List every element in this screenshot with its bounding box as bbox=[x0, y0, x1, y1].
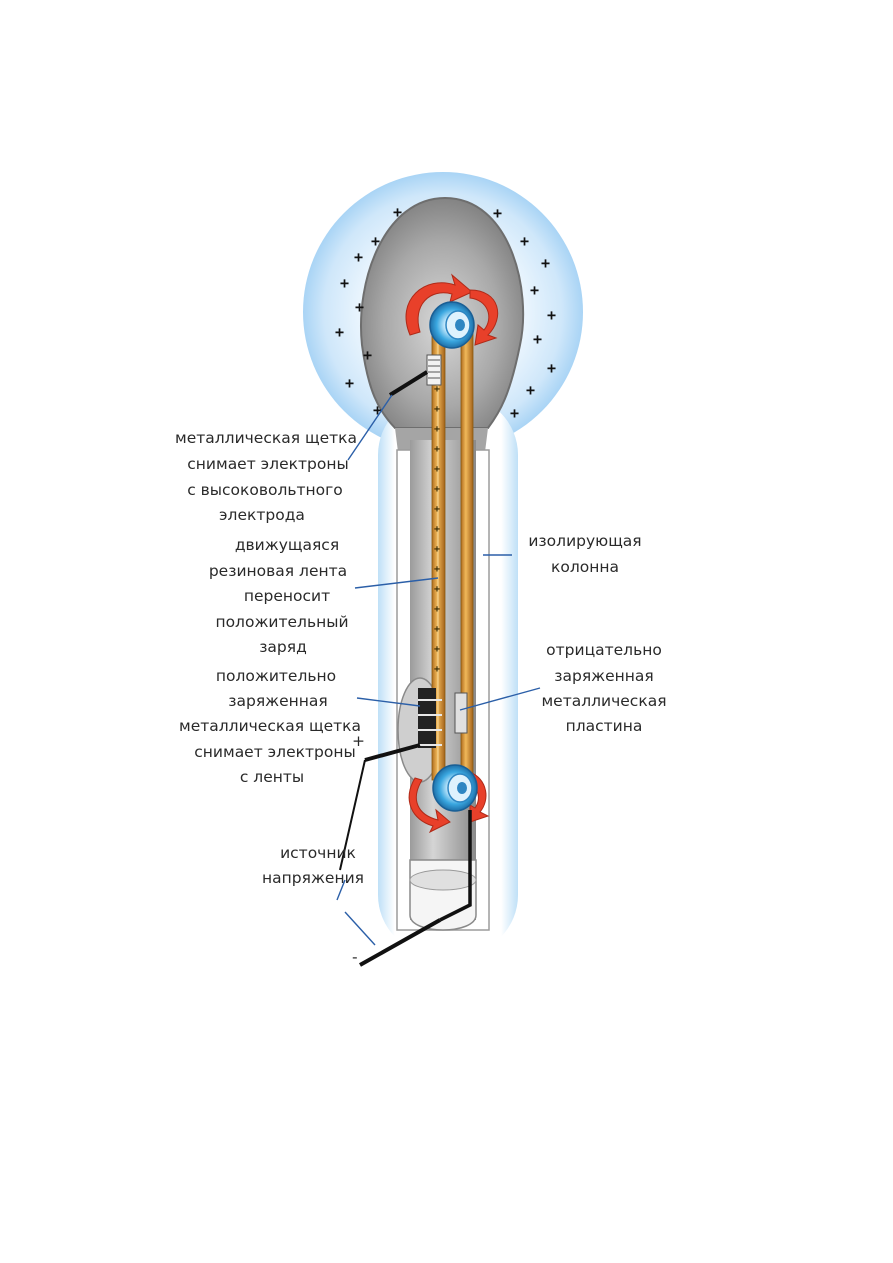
svg-text:снимает электроны: снимает электроны bbox=[194, 743, 355, 761]
svg-text:+: + bbox=[363, 346, 372, 364]
top-brush bbox=[388, 354, 442, 397]
svg-text:металлическая: металлическая bbox=[541, 692, 666, 710]
label-bottom-brush: положительно заряженная металлическая ще… bbox=[179, 667, 361, 786]
svg-text:с ленты: с ленты bbox=[240, 768, 304, 786]
svg-text:+: + bbox=[547, 359, 556, 377]
svg-text:+: + bbox=[371, 232, 380, 250]
svg-text:+: + bbox=[541, 254, 550, 272]
svg-text:заряд: заряд bbox=[259, 638, 307, 656]
label-plate: отрицательно заряженная металлическая пл… bbox=[541, 641, 666, 735]
svg-text:+: + bbox=[434, 564, 440, 575]
svg-text:снимает электроны: снимает электроны bbox=[187, 455, 348, 473]
svg-text:+: + bbox=[520, 232, 529, 250]
bottom-brush bbox=[364, 688, 468, 762]
svg-text:+: + bbox=[434, 404, 440, 415]
svg-text:+: + bbox=[373, 401, 382, 419]
svg-text:+: + bbox=[434, 444, 440, 455]
voltage-source-wires bbox=[339, 759, 472, 967]
svg-text:+: + bbox=[355, 298, 364, 316]
svg-text:+: + bbox=[434, 464, 440, 475]
rubber-belt bbox=[431, 329, 474, 781]
minus-terminal: - bbox=[352, 948, 358, 966]
svg-text:источник: источник bbox=[280, 844, 356, 862]
svg-text:+: + bbox=[510, 404, 519, 422]
svg-text:+: + bbox=[493, 204, 502, 222]
svg-text:+: + bbox=[530, 281, 539, 299]
svg-text:заряженная: заряженная bbox=[554, 667, 654, 685]
svg-text:положительно: положительно bbox=[216, 667, 336, 685]
svg-text:+: + bbox=[434, 524, 440, 535]
svg-text:+: + bbox=[547, 306, 556, 324]
svg-text:+: + bbox=[335, 323, 344, 341]
svg-text:отрицательно: отрицательно bbox=[546, 641, 662, 659]
svg-text:+: + bbox=[434, 384, 440, 395]
svg-text:+: + bbox=[434, 544, 440, 555]
dome-charges: + + + + + + + + + + + + + + + + + + bbox=[335, 203, 556, 422]
leader-lines bbox=[336, 394, 541, 946]
svg-text:резиновая лента: резиновая лента bbox=[209, 562, 347, 580]
svg-text:+: + bbox=[434, 664, 440, 675]
svg-text:+: + bbox=[434, 504, 440, 515]
svg-text:движущаяся: движущаяся bbox=[235, 536, 339, 554]
svg-text:напряжения: напряжения bbox=[262, 869, 364, 887]
svg-text:+: + bbox=[345, 374, 354, 392]
svg-text:электрода: электрода bbox=[219, 506, 305, 524]
svg-text:+: + bbox=[533, 330, 542, 348]
svg-text:пластина: пластина bbox=[566, 717, 643, 735]
svg-text:положительный: положительный bbox=[215, 613, 348, 631]
svg-text:+: + bbox=[434, 604, 440, 615]
svg-text:+: + bbox=[434, 424, 440, 435]
label-top-brush: металлическая щетка снимает электроны с … bbox=[175, 429, 357, 524]
svg-text:заряженная: заряженная bbox=[228, 692, 328, 710]
pulley-icon bbox=[432, 764, 478, 812]
svg-text:переносит: переносит bbox=[244, 587, 330, 605]
svg-text:+: + bbox=[393, 203, 402, 221]
svg-text:+: + bbox=[526, 381, 535, 399]
svg-text:металлическая щетка: металлическая щетка bbox=[179, 717, 361, 735]
label-belt: движущаяся резиновая лента переносит пол… bbox=[209, 536, 349, 656]
label-voltage-source: источник напряжения bbox=[262, 844, 364, 887]
pulley-icon bbox=[429, 301, 475, 349]
plus-terminal: + bbox=[352, 732, 365, 750]
svg-text:+: + bbox=[354, 248, 363, 266]
svg-text:с высоковольтного: с высоковольтного bbox=[187, 481, 343, 499]
svg-text:+: + bbox=[340, 274, 349, 292]
svg-text:+: + bbox=[434, 584, 440, 595]
belt-charges: + + + + + + + + + + + + + + + bbox=[434, 384, 440, 675]
svg-text:+: + bbox=[434, 484, 440, 495]
svg-text:колонна: колонна bbox=[551, 558, 619, 576]
curved-arrow-icon bbox=[405, 273, 499, 346]
svg-text:металлическая щетка: металлическая щетка bbox=[175, 429, 357, 447]
svg-text:+: + bbox=[434, 644, 440, 655]
svg-text:изолирующая: изолирующая bbox=[528, 532, 641, 550]
label-column: изолирующая колонна bbox=[528, 532, 641, 576]
svg-text:+: + bbox=[434, 624, 440, 635]
